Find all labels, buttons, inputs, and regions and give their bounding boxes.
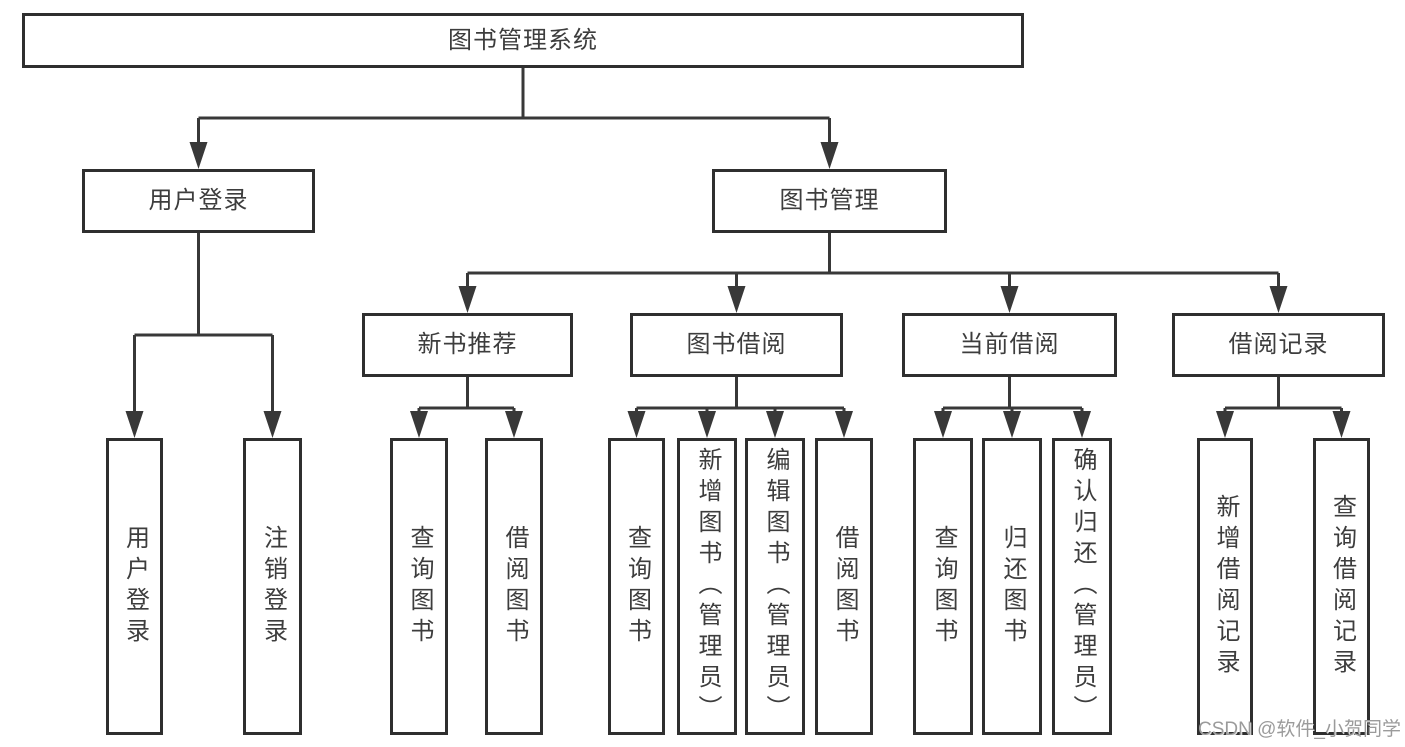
arrow-down-icon bbox=[1073, 411, 1091, 438]
leaf-query-books-borrow: 查询图书 bbox=[608, 438, 665, 735]
arrow-down-icon bbox=[1003, 411, 1021, 438]
arrow-down-icon bbox=[1216, 411, 1234, 438]
leaf-add-borrow-record: 新增借阅记录 bbox=[1197, 438, 1253, 735]
leaf-confirm-return-admin: 确认归还（管理员） bbox=[1052, 438, 1112, 735]
leaf-query-books-recommend: 查询图书 bbox=[390, 438, 448, 735]
leaf-return-books: 归还图书 bbox=[982, 438, 1042, 735]
arrow-down-icon bbox=[1332, 411, 1351, 438]
arrow-down-icon bbox=[698, 411, 716, 438]
connector-borrow-records-branch bbox=[1223, 377, 1343, 414]
node-book-management: 图书管理 bbox=[712, 169, 947, 233]
arrow-down-icon bbox=[505, 411, 523, 438]
leaf-add-book-admin: 新增图书（管理员） bbox=[677, 438, 737, 735]
leaf-logout: 注销登录 bbox=[243, 438, 302, 735]
connector-current-borrow-branch bbox=[941, 377, 1084, 414]
arrow-down-icon bbox=[627, 411, 646, 438]
connector-lines bbox=[133, 68, 1343, 414]
leaf-query-borrow-record: 查询借阅记录 bbox=[1313, 438, 1370, 735]
node-current-borrow: 当前借阅 bbox=[902, 313, 1117, 377]
arrowheads bbox=[125, 142, 1351, 438]
arrow-down-icon bbox=[263, 411, 282, 438]
node-user-login: 用户登录 bbox=[82, 169, 315, 233]
leaf-edit-book-admin: 编辑图书（管理员） bbox=[745, 438, 805, 735]
node-new-book-recommend: 新书推荐 bbox=[362, 313, 573, 377]
leaf-query-books-current: 查询图书 bbox=[913, 438, 973, 735]
connector-book-borrow-branch bbox=[635, 377, 846, 414]
connector-new-book-branch bbox=[417, 377, 516, 414]
node-borrow-records: 借阅记录 bbox=[1172, 313, 1385, 377]
arrow-down-icon bbox=[410, 411, 428, 438]
node-book-borrow: 图书借阅 bbox=[630, 313, 843, 377]
connector-user-login-branch bbox=[133, 233, 274, 414]
connector-book-management-branch bbox=[466, 233, 1280, 290]
arrow-down-icon bbox=[835, 411, 853, 438]
watermark: CSDN @软件_小贺同学 bbox=[1198, 719, 1401, 740]
arrow-down-icon bbox=[1000, 286, 1019, 313]
arrow-down-icon bbox=[189, 142, 208, 169]
leaf-user-login: 用户登录 bbox=[106, 438, 163, 735]
arrow-down-icon bbox=[125, 411, 144, 438]
arrow-down-icon bbox=[766, 411, 784, 438]
leaf-borrow-books-recommend: 借阅图书 bbox=[485, 438, 543, 735]
node-library-management-system: 图书管理系统 bbox=[22, 13, 1024, 68]
leaf-borrow-books: 借阅图书 bbox=[815, 438, 873, 735]
connector-root-to-level2 bbox=[197, 68, 831, 146]
arrow-down-icon bbox=[458, 286, 477, 313]
arrow-down-icon bbox=[820, 142, 839, 169]
arrow-down-icon bbox=[1269, 286, 1288, 313]
arrow-down-icon bbox=[727, 286, 746, 313]
arrow-down-icon bbox=[934, 411, 952, 438]
